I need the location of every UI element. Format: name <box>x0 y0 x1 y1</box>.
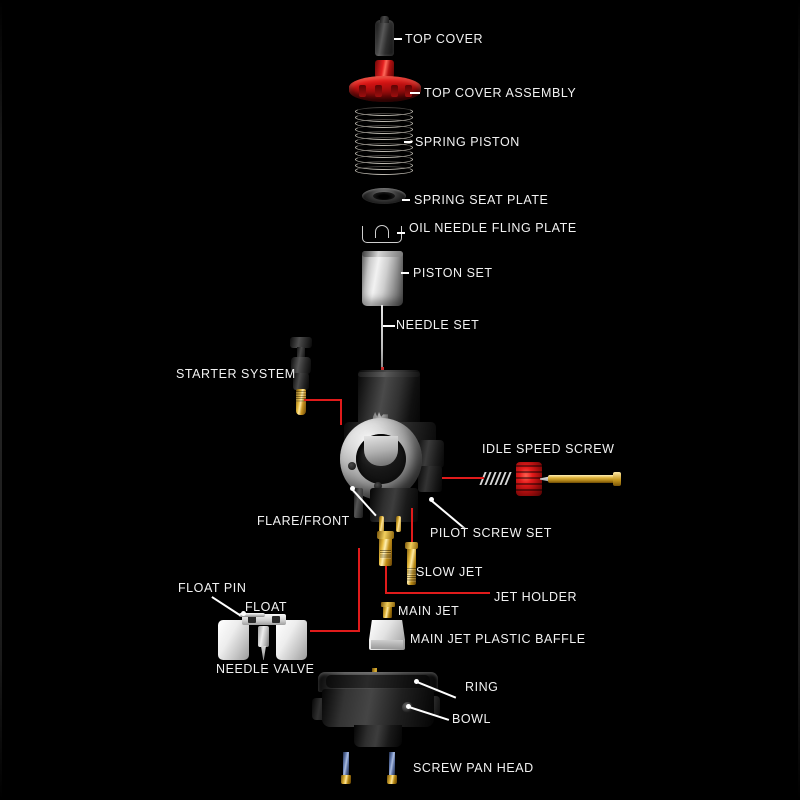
leader-dot-pilot-screw <box>429 497 434 502</box>
left-edge-highlight <box>0 0 2 800</box>
leader-starter-system-v <box>340 399 342 425</box>
oil-needle-fling-plate-part <box>362 225 402 243</box>
label-needle-set: NEEDLE SET <box>396 318 480 332</box>
label-screw-pan-head: SCREW PAN HEAD <box>413 761 534 775</box>
mikuni-branding <box>373 412 388 420</box>
label-oil-needle-fling-plate: OIL NEEDLE FLING PLATE <box>409 221 577 235</box>
slow-jet-part <box>405 542 418 585</box>
leader-float-h <box>310 630 360 632</box>
starter-system-part <box>288 337 314 419</box>
label-idle-speed-screw: IDLE SPEED SCREW <box>482 442 615 456</box>
label-float: FLOAT <box>245 600 288 614</box>
leader-float-v <box>358 548 360 632</box>
leader-jet-holder-h <box>385 592 490 594</box>
jet-holder-part <box>377 531 394 566</box>
screw-pan-head-part <box>341 752 351 784</box>
leader-idle-speed-screw <box>442 477 484 479</box>
float-part <box>218 614 310 662</box>
right-edge-highlight <box>798 0 800 800</box>
label-top-cover-assembly: TOP COVER ASSEMBLY <box>424 86 577 100</box>
leader-dot-ring <box>414 679 419 684</box>
label-float-pin: FLOAT PIN <box>178 581 247 595</box>
needle-set-part <box>380 305 384 379</box>
needle-valve-part <box>258 626 269 647</box>
bowl-part <box>312 668 440 747</box>
leader-top-cover-assembly <box>410 92 420 94</box>
leader-piston-set <box>401 272 409 274</box>
label-jet-holder: JET HOLDER <box>494 590 578 604</box>
leader-slow-jet-v <box>411 508 413 542</box>
leader-starter-system <box>304 399 342 401</box>
label-starter-system: STARTER SYSTEM <box>176 367 296 381</box>
leader-spring-piston <box>404 141 412 143</box>
label-bowl: BOWL <box>452 712 492 726</box>
label-piston-set: PISTON SET <box>413 266 493 280</box>
idle-screw-knob <box>513 462 545 496</box>
top-cover-assembly-stem <box>375 60 394 78</box>
notch <box>375 85 382 97</box>
leader-spring-seat-plate <box>402 199 410 201</box>
label-main-jet: MAIN JET <box>398 604 460 618</box>
carburetor-body <box>330 370 460 545</box>
label-main-jet-plastic-baffle: MAIN JET PLASTIC BAFFLE <box>410 632 586 646</box>
leader-oil-needle-fling-plate <box>397 232 405 234</box>
spring-piston-part <box>355 107 413 175</box>
notch <box>391 85 398 97</box>
top-cover-assembly-part <box>349 60 421 102</box>
label-pilot-screw-set: PILOT SCREW SET <box>430 526 552 540</box>
leader-needle-set <box>383 325 395 327</box>
float-pin-part <box>239 613 265 617</box>
leader-dot-bowl <box>406 704 411 709</box>
main-jet-part <box>380 602 395 618</box>
top-cover-part <box>375 16 394 56</box>
main-jet-plastic-baffle-part <box>369 620 405 650</box>
leader-dot-float-pin <box>241 611 246 616</box>
leader-float-pin <box>211 596 241 616</box>
leader-jet-holder-v <box>385 566 387 594</box>
label-slow-jet: SLOW JET <box>416 565 483 579</box>
spring-seat-plate-part <box>362 188 406 204</box>
screw-pan-head-part <box>387 752 397 784</box>
notch <box>359 85 366 97</box>
label-spring-seat-plate: SPRING SEAT PLATE <box>414 193 549 207</box>
label-ring: RING <box>465 680 499 694</box>
idle-speed-screw-part <box>479 462 621 496</box>
label-needle-valve: NEEDLE VALVE <box>216 662 315 676</box>
label-spring-piston: SPRING PISTON <box>415 135 520 149</box>
leader-top-cover <box>394 38 402 40</box>
label-top-cover: TOP COVER <box>405 32 484 46</box>
piston-set-part <box>362 251 403 306</box>
notch <box>405 85 412 97</box>
leader-dot-flare-front <box>350 486 355 491</box>
label-flare-front: FLARE/FRONT <box>257 514 350 528</box>
